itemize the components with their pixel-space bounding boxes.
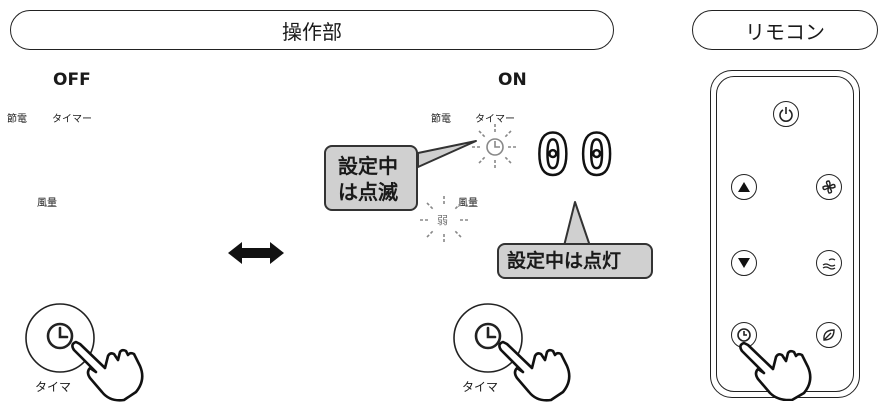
remote-down-button[interactable] xyxy=(731,250,757,276)
remote-swing-button[interactable] xyxy=(816,250,842,276)
callout-blinking-line2: は点滅 xyxy=(338,180,398,204)
callout-pointer-blinking xyxy=(417,140,477,168)
on-title: ON xyxy=(498,70,527,90)
up-arrow-icon xyxy=(738,182,750,192)
off-timer-button[interactable] xyxy=(20,300,100,380)
double-arrow-icon xyxy=(228,242,284,264)
on-label-weak: 弱 xyxy=(437,214,448,227)
hand-pointer-icon xyxy=(498,340,571,402)
swing-icon xyxy=(822,258,836,270)
remote-eco-button[interactable] xyxy=(816,322,842,348)
callout-lit-label: 設定中は点灯 xyxy=(507,250,622,272)
on-label-timer: タイマー xyxy=(475,114,515,125)
down-arrow-icon xyxy=(738,258,750,268)
clock-icon xyxy=(46,322,74,350)
hand-pointer-icon xyxy=(739,341,812,401)
callout-lit: 設定中は点灯 xyxy=(497,243,653,279)
on-label-fuuryou: 風量 xyxy=(458,198,478,209)
fan-icon xyxy=(822,180,836,194)
off-label-fuuryou: 風量 xyxy=(37,198,57,209)
panel-header-label: 操作部 xyxy=(282,19,342,44)
blinking-clock-icon xyxy=(472,124,518,170)
off-label-setsuden: 節電 xyxy=(7,114,27,125)
leaf-icon xyxy=(823,329,835,341)
blinking-weak-icon xyxy=(420,196,468,244)
off-title: OFF xyxy=(53,70,91,90)
callout-pointer-lit xyxy=(563,201,591,247)
clock-icon xyxy=(474,322,502,350)
off-timer-button-label: タイマ xyxy=(35,380,72,394)
remote-up-button[interactable] xyxy=(731,174,757,200)
power-icon xyxy=(779,107,793,122)
remote-header-label: リモコン xyxy=(745,19,825,44)
panel-header: 操作部 xyxy=(10,10,614,50)
remote-power-button[interactable] xyxy=(773,101,799,127)
callout-blinking-line1: 設定中 xyxy=(338,154,398,178)
clock-icon xyxy=(737,328,751,342)
remote-fan-button[interactable] xyxy=(816,174,842,200)
segment-display: 00 xyxy=(535,123,624,188)
remote-header: リモコン xyxy=(692,10,878,50)
hand-pointer-icon xyxy=(71,340,144,402)
off-label-timer: タイマー xyxy=(52,114,92,125)
on-label-setsuden: 節電 xyxy=(431,114,451,125)
on-timer-button-label: タイマ xyxy=(462,380,499,394)
callout-blinking: 設定中 は点滅 xyxy=(324,145,418,211)
